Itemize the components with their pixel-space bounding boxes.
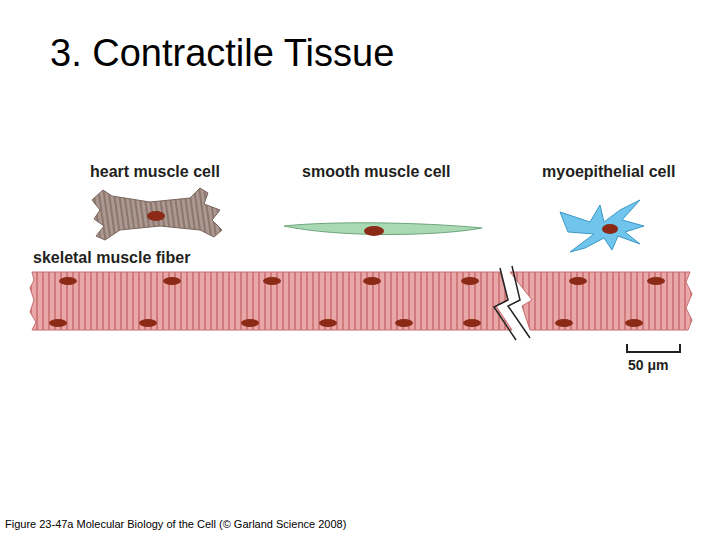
figure-caption: Figure 23-47a Molecular Biology of the C… <box>5 518 346 530</box>
scale-bar <box>627 344 680 352</box>
skeletal-muscle-fiber <box>30 266 692 340</box>
scale-label: 50 μm <box>628 357 668 373</box>
cell-label: heart muscle cell <box>90 163 220 181</box>
smooth-muscle-cell <box>284 223 482 236</box>
slide-title: 3. Contractile Tissue <box>50 32 394 75</box>
myoepithelial-cell <box>560 200 644 252</box>
cell-label: smooth muscle cell <box>302 163 451 181</box>
heart-muscle-cell <box>92 188 222 240</box>
cell-label: skeletal muscle fiber <box>33 249 190 267</box>
cell-label: myoepithelial cell <box>542 163 675 181</box>
